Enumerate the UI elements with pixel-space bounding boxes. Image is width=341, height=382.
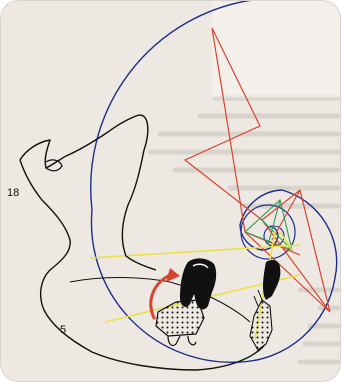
label-18: 18: [7, 188, 19, 199]
printed-plate: [212, 0, 341, 98]
label-5: 5: [60, 325, 66, 336]
